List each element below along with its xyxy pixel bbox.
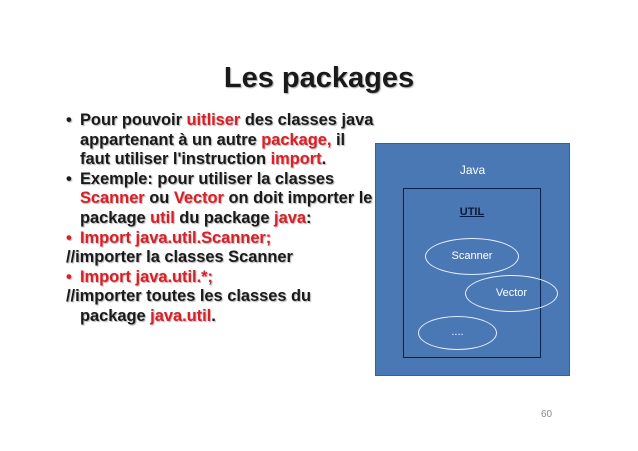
- util-package-box: UTIL Scanner Vector ....: [403, 188, 558, 358]
- bullet-1-text-4: .: [321, 150, 327, 169]
- scanner-class-ellipse: Scanner: [425, 238, 519, 275]
- bullet-2: • Exemple: pour utiliser la classes Scan…: [66, 170, 376, 229]
- scanner-class-label: Scanner: [451, 250, 493, 262]
- page-number: 60: [541, 409, 553, 420]
- slide-title: Les packages: [223, 62, 415, 94]
- bullet-2-text-3: on doit importer le package: [80, 189, 373, 227]
- bullet-dot: •: [66, 169, 72, 188]
- bullet-2-text-2: ou: [144, 189, 174, 208]
- comment-2-line-2: package java.util.: [66, 307, 376, 327]
- bullet-2-highlight-java: java: [274, 208, 306, 227]
- bullet-1-highlight-import: import: [270, 150, 322, 169]
- util-package-label: UTIL: [459, 206, 485, 218]
- java-package-diagram: Java UTIL Scanner Vector ....: [375, 143, 570, 376]
- bullet-dot: •: [66, 111, 72, 129]
- other-classes-ellipse: ....: [418, 316, 497, 350]
- bullet-2-highlight-util: util: [150, 208, 175, 227]
- bullet-4-text: Import java.util.*;: [80, 267, 213, 286]
- bullet-1-highlight-package: package,: [261, 130, 332, 149]
- comment-2-line-1: //importer toutes les classes du: [66, 287, 312, 306]
- comment-2: //importer toutes les classes du package…: [66, 287, 376, 326]
- other-classes-label: ....: [451, 326, 464, 338]
- comment-1: //importer la classes Scanner: [66, 248, 293, 267]
- comment-2-text: package: [80, 306, 151, 325]
- bullet-2-highlight-vector: Vector: [173, 189, 224, 208]
- bullet-1-text: Pour pouvoir: [80, 111, 187, 129]
- bullet-1-text-2: des classes java appartenant à un autre: [80, 111, 374, 149]
- bullet-1-text-3: il faut utiliser l'instruction: [80, 130, 346, 169]
- bullet-2-highlight-scanner: Scanner: [80, 189, 145, 208]
- bullet-1: • Pour pouvoir uitliser des classes java…: [66, 111, 376, 170]
- bullet-3: • Import java.util.Scanner;: [66, 229, 376, 249]
- bullet-2-text-4: du package: [174, 208, 275, 227]
- java-package-label: Java: [459, 163, 486, 177]
- comment-2-highlight: java.util: [150, 306, 212, 325]
- slide-body: • Pour pouvoir uitliser des classes java…: [66, 111, 376, 327]
- bullet-1-highlight-utiliser: uitliser: [186, 111, 241, 129]
- vector-class-ellipse: Vector: [465, 275, 558, 312]
- bullet-2-text: Exemple: pour utiliser la classes: [80, 169, 335, 188]
- comment-2-end: .: [211, 306, 216, 325]
- vector-class-label: Vector: [495, 287, 528, 299]
- bullet-4: • Import java.util.*;: [66, 268, 376, 288]
- bullet-dot: •: [66, 228, 72, 247]
- bullet-dot: •: [66, 267, 72, 286]
- bullet-3-text: Import java.util.Scanner;: [80, 228, 272, 247]
- bullet-2-text-5: :: [305, 208, 312, 227]
